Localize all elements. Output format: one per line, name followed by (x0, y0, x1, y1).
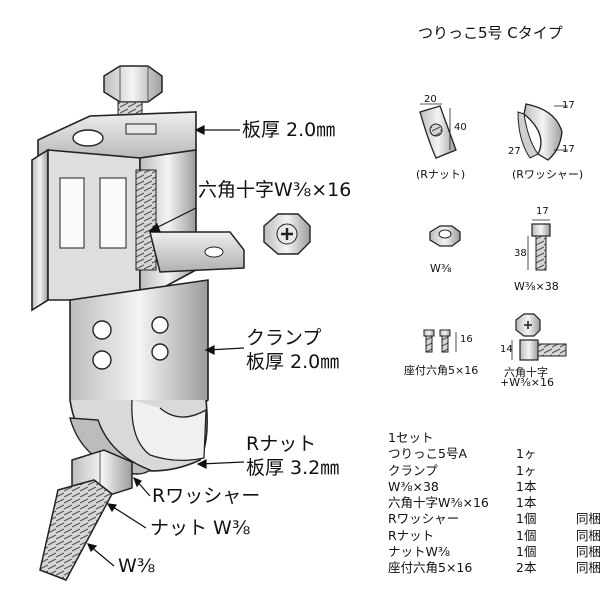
part-nut (429, 225, 461, 247)
callout-clamp-thickness: 板厚 2.0㎜ (246, 351, 340, 373)
bottom-nut-bolt (39, 449, 133, 581)
callout-arrows (86, 125, 245, 567)
set-list-header: 1セット (388, 430, 434, 445)
part-rnut (419, 103, 457, 159)
callout-rnut: Rナット (246, 433, 317, 455)
c-frame (31, 111, 245, 312)
nut-label: W⅜ (430, 262, 452, 275)
bolt-label: W⅜×38 (514, 280, 559, 293)
part-washer-hex (423, 329, 457, 353)
part-hex-cross (511, 313, 567, 361)
callout-nut: ナット W⅜ (150, 517, 251, 539)
bolt-dim-width: 17 (536, 206, 549, 217)
part-bolt (527, 219, 551, 271)
rwasher-dim-b: 27 (508, 146, 521, 157)
hex-cross-label-1: 六角十字 (504, 366, 548, 379)
rnut-label: (Rナット) (416, 168, 466, 181)
callout-hex-cross: 六角十字W⅜×16 (198, 179, 352, 201)
hex-cross-label-2: +W⅜×16 (500, 376, 554, 389)
part-rwasher (517, 103, 568, 161)
rnut-dim-width: 20 (424, 94, 437, 105)
callout-rnut-thickness: 板厚 3.2㎜ (246, 457, 340, 479)
washer-hex-dim: 16 (460, 334, 473, 345)
bolt-dim-height: 38 (514, 248, 527, 259)
hex-cross-dim: 14 (500, 344, 513, 355)
rwasher-dim-c: 17 (562, 144, 575, 155)
callout-bolt: W⅜ (118, 555, 156, 577)
washer-hex-label: 座付六角5×16 (404, 364, 479, 377)
clamp (69, 279, 209, 475)
rnut-dim-height: 40 (454, 122, 467, 133)
callout-rwasher: Rワッシャー (152, 485, 261, 507)
callout-plate-thickness: 板厚 2.0㎜ (242, 119, 336, 141)
rwasher-dim-a: 17 (562, 100, 575, 111)
product-title: つりっこ5号 Cタイプ (418, 24, 563, 42)
rwasher-label: (Rワッシャー) (512, 168, 584, 181)
hex-cross-head (263, 213, 311, 255)
callout-clamp: クランプ (246, 327, 322, 349)
